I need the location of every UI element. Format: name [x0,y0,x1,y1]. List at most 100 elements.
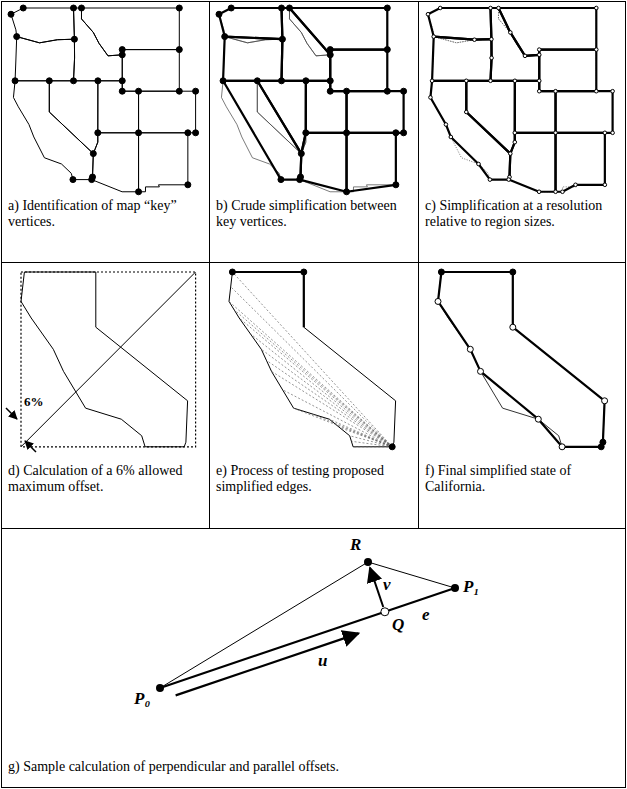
simplified-edge [432,37,491,81]
panel-caption: c) Simplification at a resolution relati… [425,198,620,230]
state-border [556,91,613,133]
state-border [122,50,179,92]
figure-panel: e) Process of testing proposed simplifie… [209,262,419,529]
crude-edge [223,37,282,81]
vertex [509,152,513,156]
offset-label: 6% [24,394,44,409]
key-vertex [176,88,182,94]
key-vertex [78,5,84,11]
vertex [537,53,541,57]
vector-label: u [318,652,327,670]
state-border [306,81,347,133]
vertex [489,6,493,10]
state-border [21,272,188,447]
key-vertex [344,189,350,195]
state-border [491,8,540,81]
vertex [537,48,541,52]
vertex [509,31,513,35]
state-border [466,81,515,154]
vertex [603,131,607,135]
test-edge [261,349,392,447]
state-border [221,81,301,180]
bounding-box [21,272,196,447]
vertex [537,79,541,83]
key-vertex [71,36,77,42]
state-border [229,272,396,447]
key-vertex [344,130,350,136]
key-vertex [70,177,76,183]
key-vertex [136,88,142,94]
key-vertex [193,130,199,136]
vertex [594,89,598,93]
key-vertex [344,88,350,94]
state-border [74,8,123,81]
vertex [574,183,578,187]
key-vertex [401,88,407,94]
key-vertex [438,269,444,275]
vertex [426,12,430,16]
test-edge [266,360,392,446]
vertex [537,190,541,194]
figure-panel: c) Simplification at a resolution relati… [418,1,626,263]
state-border [49,81,98,154]
state-border [15,37,74,81]
label-anchor: 6% [24,394,44,409]
state-border [139,133,188,192]
vertex [513,140,517,144]
crude-edge [300,133,347,192]
vertex [559,444,565,450]
vertex [490,56,494,60]
point-label: Q [392,616,404,634]
vertex [432,35,436,39]
key-vertex [393,182,399,188]
vertex [478,368,484,374]
vertex [554,190,558,194]
key-vertex [401,130,407,136]
state-border [438,272,605,447]
thin-line [160,562,368,688]
key-vertex [279,36,285,42]
state-border [13,81,93,180]
vertex [430,79,434,83]
key-vertex [20,5,26,11]
vertex [510,324,516,330]
test-edge [232,272,392,447]
vertex [554,131,558,135]
test-edge [231,287,393,447]
vertex [554,89,558,93]
key-vertex [393,130,399,136]
simplified-edge [515,81,556,133]
key-vertex [119,88,125,94]
key-vertex [327,47,333,53]
crude-edge [282,8,331,81]
key-vertex [598,444,604,450]
key-vertex [176,47,182,53]
key-vertex [193,88,199,94]
state-border [515,81,556,133]
label-anchor: P₀ [134,690,150,708]
state-border [430,81,510,180]
key-vertex [90,151,96,157]
vertex [611,89,615,93]
key-vertex [14,34,20,40]
simplified-edge [438,272,605,447]
key-vertex [136,189,142,195]
figure-panel: g) Sample calculation of perpendicular a… [1,528,626,788]
key-vertex [185,130,191,136]
state-border [432,37,491,81]
crude-edge [306,81,347,133]
label-anchor: R [350,536,361,554]
vertex [497,6,501,10]
point [451,584,459,592]
perpendicular-vector [370,568,383,607]
projection-point [381,608,389,616]
simplified-edge [466,81,515,154]
state-border [539,50,596,92]
key-vertex [384,47,390,53]
point [364,558,372,566]
offset-arrow [25,441,36,452]
key-vertex [216,11,222,17]
key-vertex [95,130,101,136]
state-border [300,133,347,192]
